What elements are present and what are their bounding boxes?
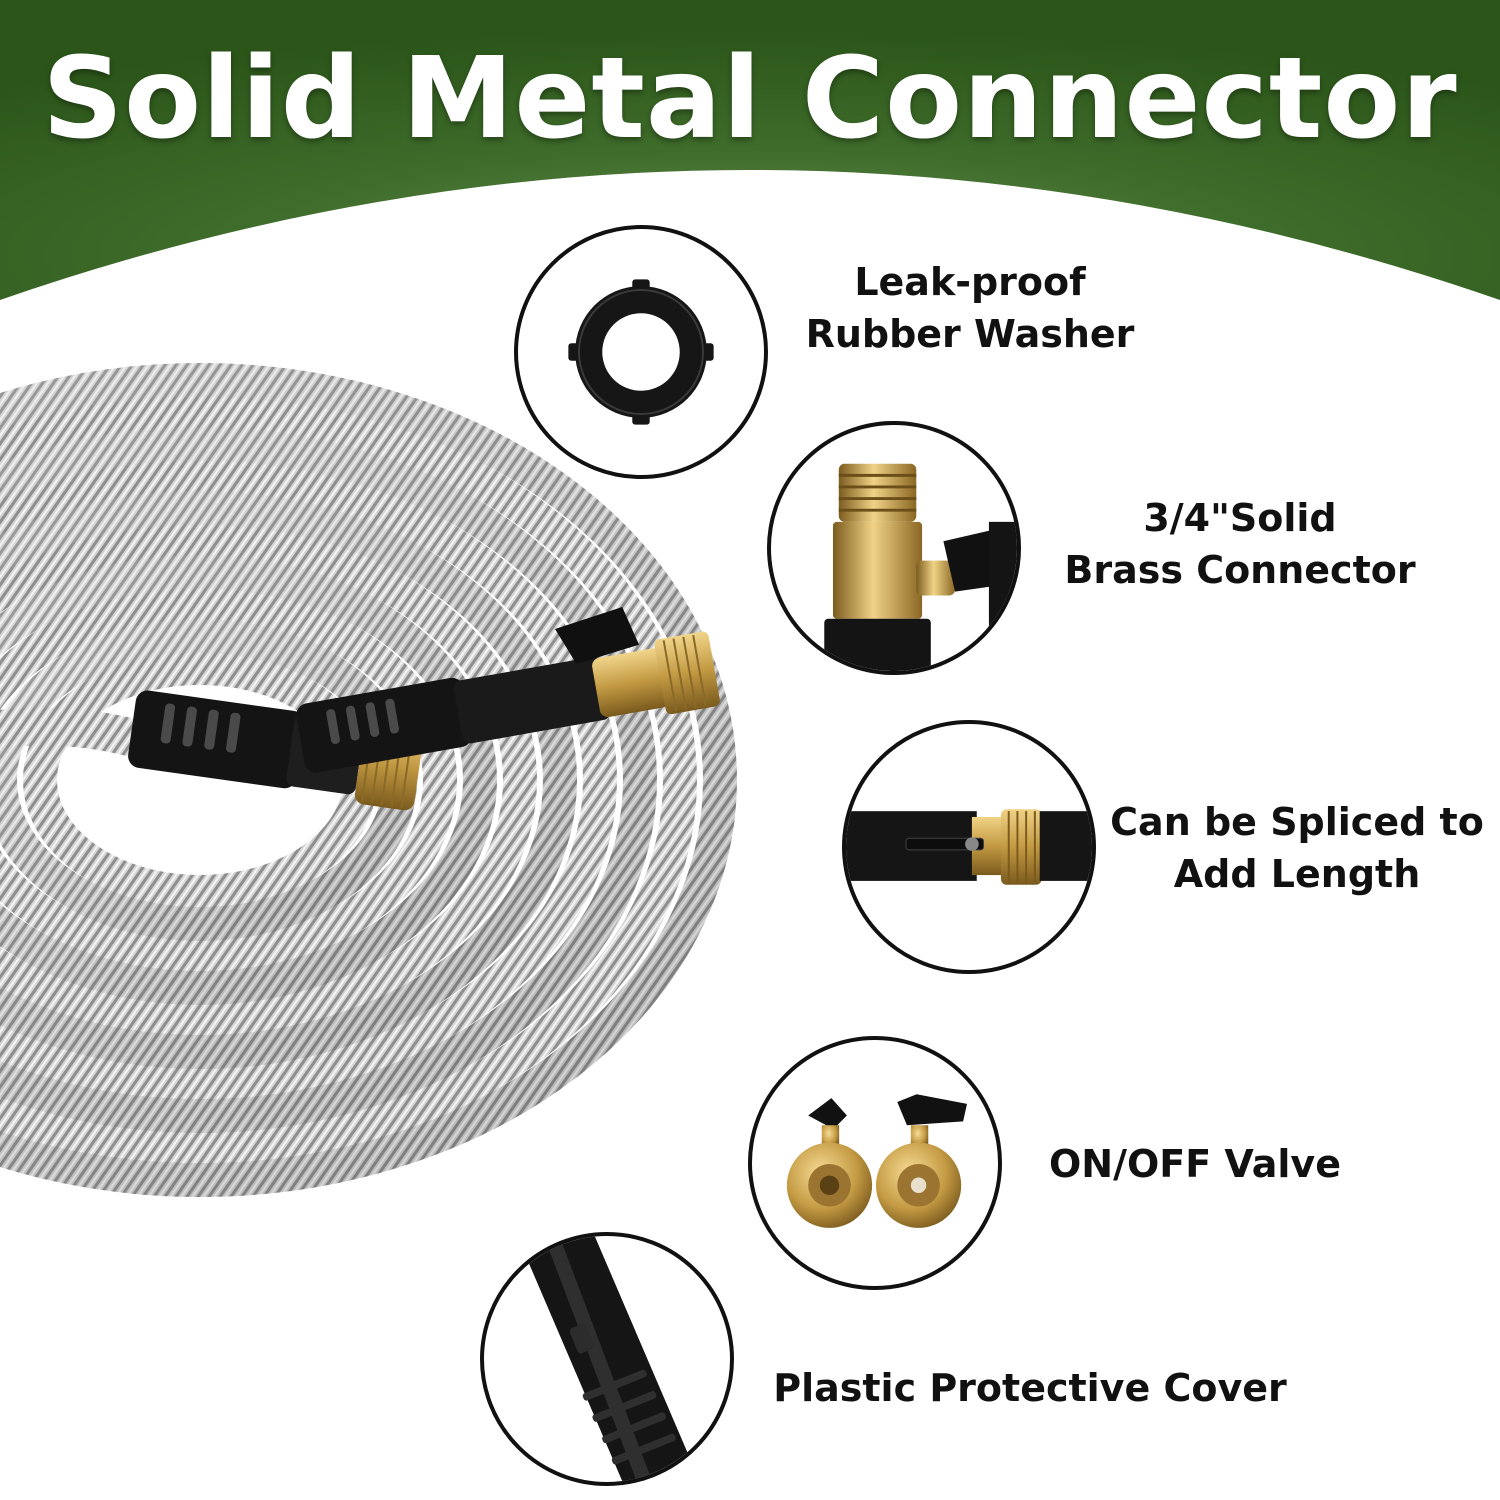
brass-connector-circle: [767, 421, 1021, 675]
splice-connector-circle: [842, 720, 1096, 974]
splice-connector-icon: [846, 809, 1092, 885]
brass-connector-icon: [824, 463, 1017, 671]
on-off-valve-circle: [748, 1036, 1002, 1290]
protective-cover-icon: [517, 1236, 701, 1482]
feature-label-rubber-washer: Leak-proof Rubber Washer: [805, 260, 1135, 357]
steel-hose-image: [0, 363, 737, 1197]
page-title: Solid Metal Connector: [42, 34, 1458, 164]
on-off-valve-icon: [786, 1094, 968, 1228]
protective-cover-circle: [480, 1232, 734, 1486]
feature-label-splice: Can be Spliced to Add Length: [1110, 800, 1484, 897]
feature-label-brass-connector: 3/4"Solid Brass Connector: [1064, 496, 1416, 593]
feature-label-protective-cover: Plastic Protective Cover: [773, 1366, 1287, 1410]
rubber-washer-circle: [514, 225, 768, 479]
feature-label-valve: ON/OFF Valve: [1049, 1142, 1341, 1186]
title-banner: [0, 0, 1500, 300]
rubber-washer-icon: [568, 279, 714, 425]
